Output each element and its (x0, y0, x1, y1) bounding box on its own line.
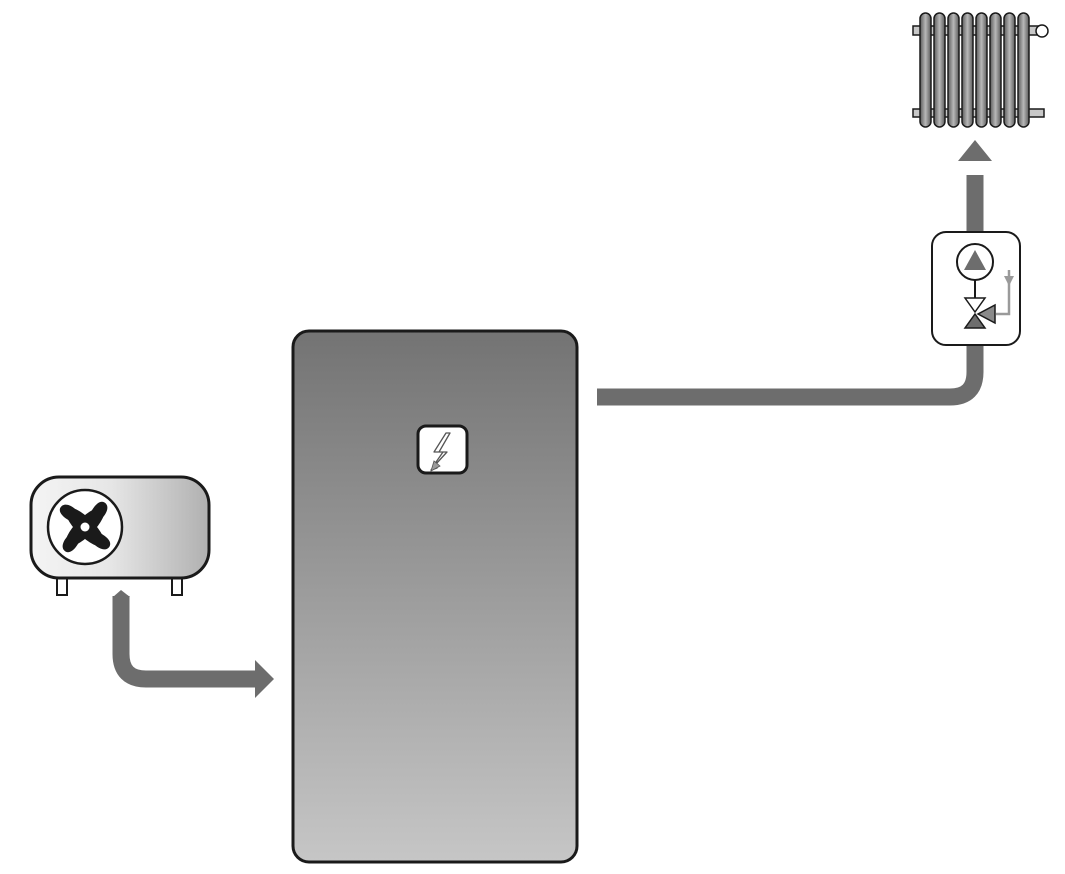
storage-tank-body (291, 329, 579, 864)
arrow-right-icon (255, 660, 274, 698)
heat-pump-unit (29, 475, 211, 596)
pipe-heatpump-to-tank (112, 590, 274, 698)
storage-tank (291, 329, 579, 864)
circulation-pump-icon (956, 243, 994, 298)
fan-icon (46, 488, 124, 566)
radiator-valve-knob (1035, 24, 1049, 38)
lightning-icon (416, 424, 469, 475)
arrow-down-icon (1004, 276, 1014, 286)
three-way-valve-icon (963, 297, 996, 329)
pump-station (931, 231, 1021, 346)
arrow-up-icon (958, 140, 992, 161)
pipe-tank-to-pumpstation (597, 346, 984, 406)
radiator-icon (919, 12, 1030, 128)
pipe-pumpstation-to-radiator (958, 140, 992, 232)
radiator (912, 12, 1049, 128)
bypass-line (996, 270, 1014, 316)
